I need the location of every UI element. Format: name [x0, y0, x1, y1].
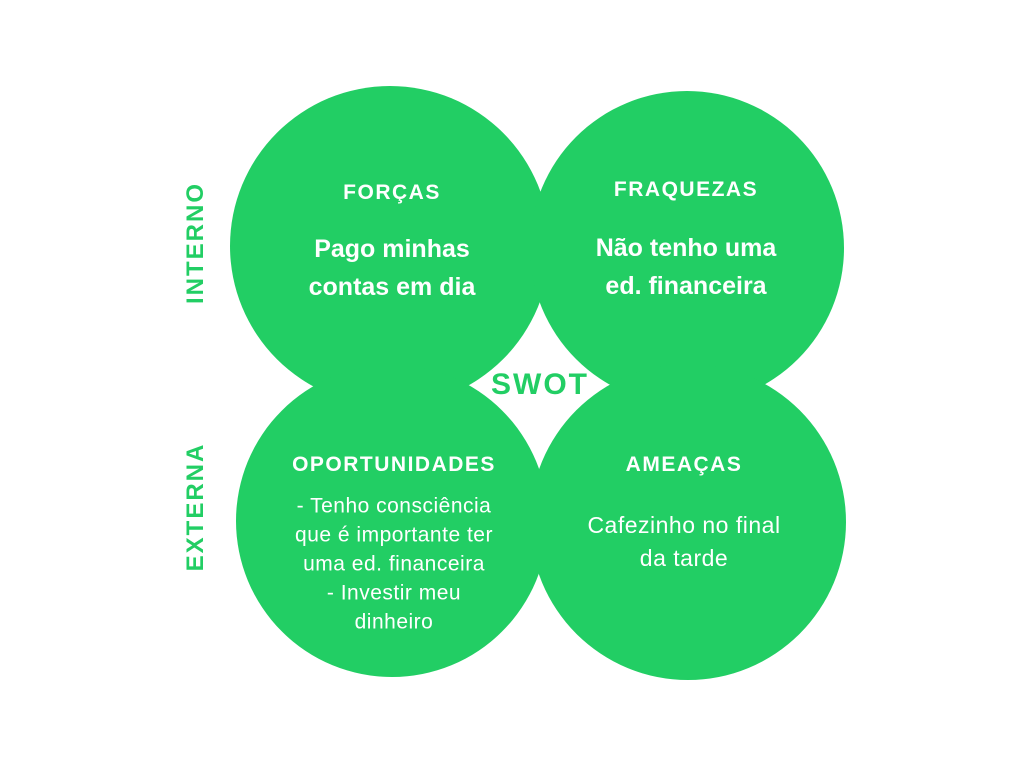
opportunities-body: - Tenho consciência que é importante ter…: [295, 494, 493, 634]
threats-heading: AMEAÇAS: [625, 453, 743, 476]
strengths-heading: FORÇAS: [343, 181, 441, 204]
opportunities-circle: [236, 365, 548, 677]
strengths-circle: [230, 86, 550, 406]
opportunities-heading: OPORTUNIDADES: [292, 453, 496, 476]
threats-body: Cafezinho no final da tarde: [587, 512, 781, 571]
external-axis-label: EXTERNA: [182, 442, 209, 572]
weaknesses-heading: FRAQUEZAS: [613, 178, 759, 201]
strengths-body: Pago minhas contas em dia: [308, 235, 476, 301]
swot-center-label: SWOT: [491, 368, 589, 401]
threats-circle: [530, 364, 846, 680]
weaknesses-body: Não tenho uma ed. financeira: [595, 234, 777, 300]
internal-axis-label: INTERNO: [182, 182, 209, 304]
weaknesses-circle: [530, 91, 844, 405]
